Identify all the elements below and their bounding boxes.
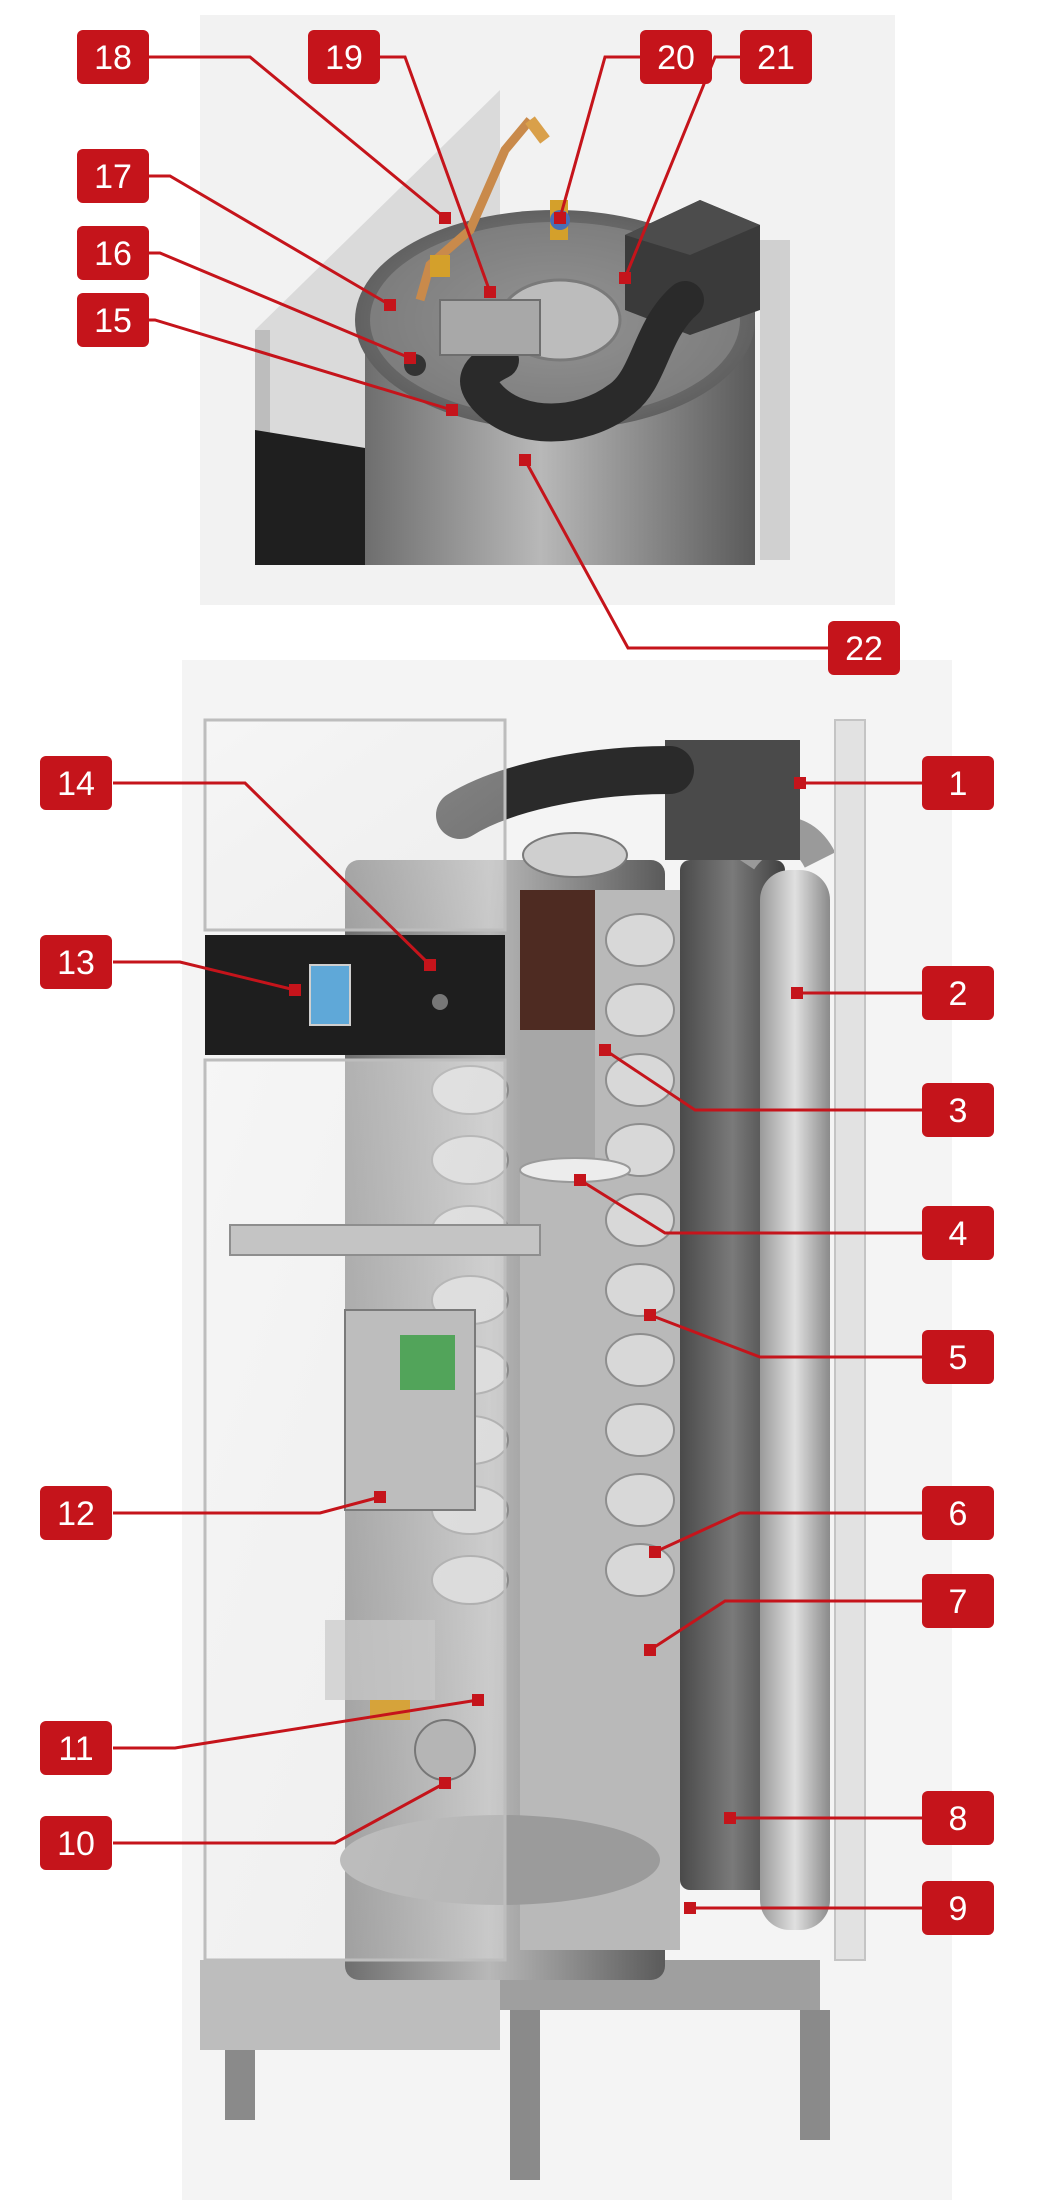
callout-22-label: 22 — [845, 630, 883, 668]
callout-18: 18 — [77, 30, 149, 84]
leader-12 — [113, 1495, 381, 1515]
callout-20-label: 20 — [657, 39, 695, 77]
leader-5 — [649, 1313, 922, 1359]
callout-7: 7 — [922, 1574, 994, 1628]
callout-8-label: 8 — [949, 1800, 968, 1838]
callout-20: 20 — [640, 30, 712, 84]
main-cutaway-illustration — [182, 660, 952, 2200]
callout-2: 2 — [922, 966, 994, 1020]
callout-13: 13 — [40, 935, 112, 989]
callout-9-label: 9 — [949, 1890, 968, 1928]
callout-16-label: 16 — [94, 235, 132, 273]
callout-6-label: 6 — [949, 1495, 968, 1533]
callout-5-label: 5 — [949, 1339, 968, 1377]
leader-13 — [113, 960, 296, 992]
leader-22 — [523, 459, 828, 650]
callout-21-label: 21 — [757, 39, 795, 77]
leader-11 — [113, 1698, 479, 1750]
callout-15: 15 — [77, 293, 149, 347]
callout-15-label: 15 — [94, 302, 132, 340]
callout-17: 17 — [77, 149, 149, 203]
callout-10: 10 — [40, 1816, 112, 1870]
leader-4 — [579, 1178, 922, 1235]
callout-16: 16 — [77, 226, 149, 280]
callout-8: 8 — [922, 1791, 994, 1845]
callout-19-label: 19 — [325, 39, 363, 77]
leader-10 — [113, 1781, 446, 1845]
callout-4: 4 — [922, 1206, 994, 1260]
callout-4-label: 4 — [949, 1215, 968, 1253]
callout-21: 21 — [740, 30, 812, 84]
callout-11: 11 — [40, 1721, 112, 1775]
callout-3-label: 3 — [949, 1092, 968, 1130]
leader-3 — [604, 1048, 922, 1112]
leader-18 — [113, 55, 446, 220]
callout-9: 9 — [922, 1881, 994, 1935]
callout-13-label: 13 — [57, 944, 95, 982]
leader-7 — [649, 1599, 922, 1652]
callout-3: 3 — [922, 1083, 994, 1137]
callout-10-label: 10 — [57, 1825, 95, 1863]
callout-18-label: 18 — [94, 39, 132, 77]
callout-14: 14 — [40, 756, 112, 810]
callout-5: 5 — [922, 1330, 994, 1384]
callout-7-label: 7 — [949, 1583, 968, 1621]
callout-14-label: 14 — [57, 765, 95, 803]
callout-19: 19 — [308, 30, 380, 84]
callout-12-label: 12 — [57, 1495, 95, 1533]
callout-22: 22 — [828, 621, 900, 675]
callout-17-label: 17 — [94, 158, 132, 196]
callout-1: 1 — [922, 756, 994, 810]
callout-11-label: 11 — [58, 1730, 93, 1768]
leader-6 — [654, 1511, 922, 1554]
callout-12: 12 — [40, 1486, 112, 1540]
leader-dots — [289, 212, 806, 1914]
leader-21 — [623, 55, 750, 279]
callout-6: 6 — [922, 1486, 994, 1540]
leader-14 — [113, 781, 432, 967]
callout-1-label: 1 — [949, 765, 968, 803]
callout-2-label: 2 — [949, 975, 968, 1013]
